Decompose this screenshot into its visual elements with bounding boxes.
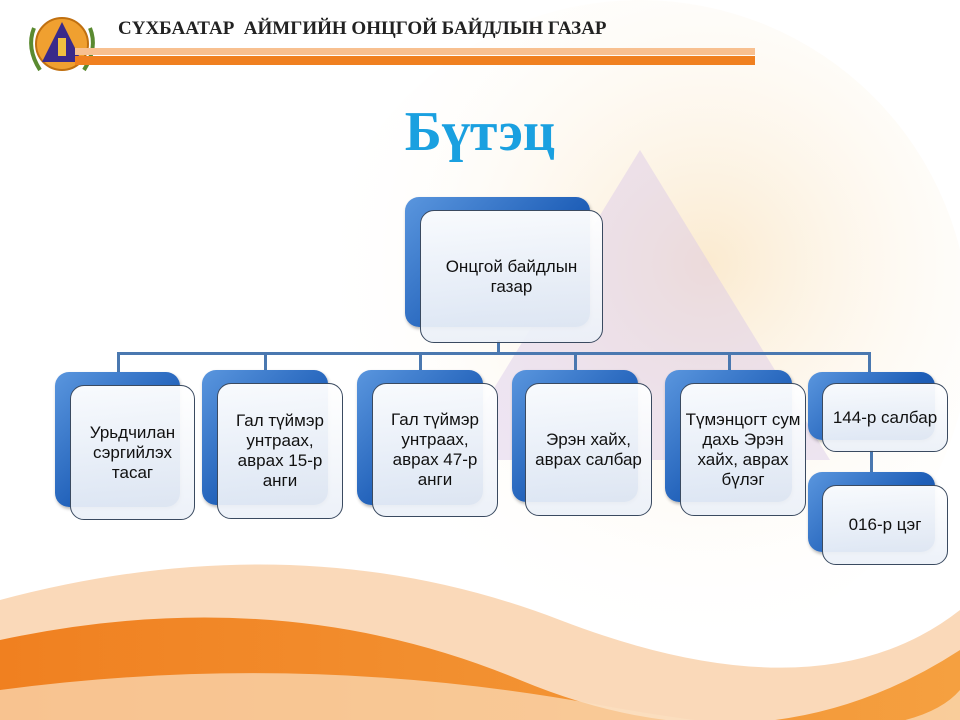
connector [264,352,267,374]
connector [574,352,577,374]
connector [728,352,731,374]
org-node-unit-15[interactable]: Гал түймэр унтраах, аврах 15-р анги [217,383,343,519]
agency-emblem-logo [29,17,95,72]
org-node-root[interactable]: Онцгой байдлын газар [420,210,603,343]
header-underline [75,48,755,55]
connector [118,352,870,355]
org-node-prevention[interactable]: Урьдчилан сэргийлэх тасаг [70,385,195,520]
connector [868,352,871,374]
org-node-tumentsogt[interactable]: Түмэнцогт сум дахь Эрэн хайх, аврах бүлэ… [680,383,806,516]
connector [870,450,873,474]
connector [117,352,120,374]
org-node-unit-47[interactable]: Гал түймэр унтраах, аврах 47-р анги [372,383,498,517]
org-node-search-rescue[interactable]: Эрэн хайх, аврах салбар [525,383,652,516]
org-node-branch-144[interactable]: 144-р салбар [822,383,948,452]
org-node-point-016[interactable]: 016-р цэг [822,485,948,565]
header-title: СҮХБААТАР АЙМГИЙН ОНЦГОЙ БАЙДЛЫН ГАЗАР [118,18,607,39]
slide-title: Бүтэц [404,101,556,163]
connector [419,352,422,374]
header-bar [75,56,755,65]
connector [497,340,500,354]
